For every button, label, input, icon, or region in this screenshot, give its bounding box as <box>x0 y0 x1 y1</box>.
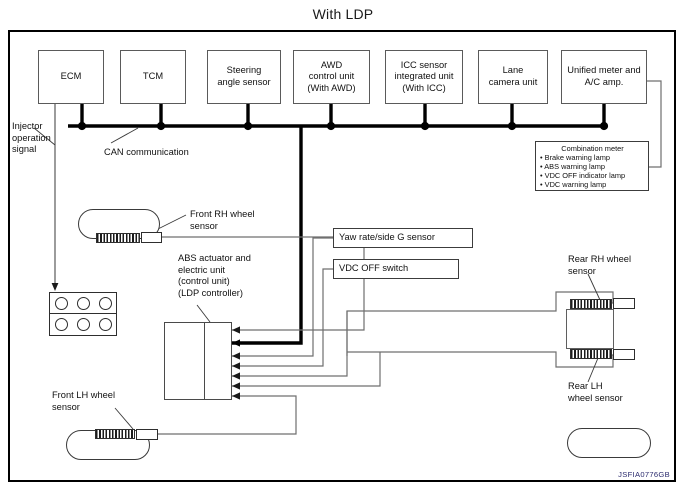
can-node-dot-lane <box>507 121 517 131</box>
callout-front-lh-wheel-sensor: Front LH wheel sensor <box>52 390 116 412</box>
can-node-dot-tcm <box>156 121 166 131</box>
can-node-dot-ecm <box>77 121 87 131</box>
callout-injector-operation-signal: Injector operation signal <box>12 121 51 154</box>
rear-rh-sensor-wire-2 <box>232 311 348 377</box>
diagram-frame <box>8 30 676 482</box>
front-lh-wheel-sensor[interactable] <box>136 429 158 440</box>
front-lh-leader <box>114 407 134 430</box>
abs-arrow-yaw <box>232 352 240 360</box>
node-unified-meter-ac-amp-label: Unified meter and A/C amp. <box>567 65 641 87</box>
rear-lh-tone-ring <box>570 349 612 359</box>
box-yaw-rate-side-g-sensor[interactable]: Yaw rate/side G sensor <box>333 228 473 248</box>
abs-actuator-divider <box>204 322 205 400</box>
rear-rh-tone-ring <box>570 299 612 309</box>
front-lh-tone-ring <box>95 429 135 439</box>
injector-connector-block[interactable] <box>49 292 117 336</box>
abs-arrow-front-lh <box>232 392 240 400</box>
rear-rh-leader <box>587 273 601 301</box>
injector-signal-arrow <box>51 283 59 291</box>
callout-can-communication: CAN communication <box>104 147 189 157</box>
abs-arrow-rear-rh <box>232 372 240 380</box>
yaw-rate-sensor-wire <box>232 237 333 357</box>
combination-meter-item-vdc: • VDC warning lamp <box>540 180 607 190</box>
front-rh-sensor-wire <box>160 236 365 331</box>
combination-meter-item-abs: • ABS warning lamp <box>540 162 606 172</box>
rear-lh-wheel-sensor[interactable] <box>613 349 635 360</box>
front-rh-wheel-sensor[interactable] <box>141 232 162 243</box>
injector-connector-row-bottom <box>50 314 116 335</box>
injector-connector-row-top <box>50 293 116 314</box>
abs-label-leader <box>196 304 211 323</box>
can-branch-to-abs <box>232 126 303 345</box>
injector-hole-4 <box>54 318 68 331</box>
injector-hole-3 <box>98 296 112 310</box>
combination-meter-item-vdc-off: • VDC OFF indicator lamp <box>540 171 626 181</box>
rear-rh-wheel-sensor[interactable] <box>613 298 635 309</box>
page-title: With LDP <box>312 6 374 22</box>
node-ecm[interactable]: ECM <box>38 50 104 104</box>
box-vdc-off-switch[interactable]: VDC OFF switch <box>333 259 459 279</box>
combination-meter-box[interactable]: Combination meter • Brake warning lamp •… <box>535 141 649 191</box>
node-icc-sensor-integrated-unit-label: ICC sensor integrated unit (With ICC) <box>394 59 454 93</box>
can-node-dot-steering <box>243 121 253 131</box>
can-node-dot-icc <box>420 121 430 131</box>
callout-front-rh-wheel-sensor: Front RH wheel sensor <box>190 209 255 231</box>
abs-arrow-rear-lh <box>232 382 240 390</box>
node-tcm[interactable]: TCM <box>120 50 186 104</box>
abs-arrow-can <box>232 339 240 347</box>
front-lh-sensor-wire <box>137 395 297 435</box>
node-steering-angle-sensor[interactable]: Steering angle sensor <box>207 50 281 104</box>
node-awd-control-unit-label: AWD control unit (With AWD) <box>307 59 356 93</box>
vdc-off-switch-label: VDC OFF switch <box>339 263 409 274</box>
abs-arrow-vdc <box>232 362 240 370</box>
combination-meter-title: Combination meter <box>561 144 624 153</box>
rear-lh-leader <box>587 357 599 383</box>
front-rh-tone-ring <box>96 233 140 243</box>
node-icc-sensor-integrated-unit[interactable]: ICC sensor integrated unit (With ICC) <box>385 50 463 104</box>
injector-leader <box>33 127 56 146</box>
yaw-rate-side-g-sensor-label: Yaw rate/side G sensor <box>339 232 435 243</box>
node-ecm-label: ECM <box>60 71 82 82</box>
node-lane-camera-unit[interactable]: Lane camera unit <box>478 50 548 104</box>
rear-lh-sensor-wire-2 <box>232 352 381 387</box>
can-node-dot-meter <box>599 121 609 131</box>
callout-rear-rh-wheel-sensor: Rear RH wheel sensor <box>568 254 632 276</box>
rear-axle-body <box>566 309 614 349</box>
combination-meter-item-brake: • Brake warning lamp <box>540 153 610 163</box>
can-label-leader <box>110 127 139 144</box>
node-tcm-label: TCM <box>142 71 164 82</box>
injector-hole-2 <box>76 296 90 310</box>
node-awd-control-unit[interactable]: AWD control unit (With AWD) <box>293 50 370 104</box>
can-node-dot-awd <box>326 121 336 131</box>
abs-arrow-front-rh <box>232 326 240 334</box>
injector-hole-5 <box>76 318 90 331</box>
abs-actuator-unit[interactable] <box>164 322 232 400</box>
callout-rear-lh-wheel-sensor: Rear LH wheel sensor <box>568 381 623 403</box>
callout-abs-actuator: ABS actuator and electric unit (control … <box>178 253 251 298</box>
node-unified-meter-ac-amp[interactable]: Unified meter and A/C amp. <box>561 50 647 104</box>
vdc-off-switch-wire <box>232 268 333 367</box>
injector-hole-6 <box>98 318 112 331</box>
rear-wheel-outline <box>567 428 651 458</box>
figure-id: JSFIA0776GB <box>618 470 670 479</box>
node-lane-camera-unit-label: Lane camera unit <box>488 65 538 87</box>
node-steering-angle-sensor-label: Steering angle sensor <box>217 65 271 87</box>
injector-hole-1 <box>54 296 68 310</box>
